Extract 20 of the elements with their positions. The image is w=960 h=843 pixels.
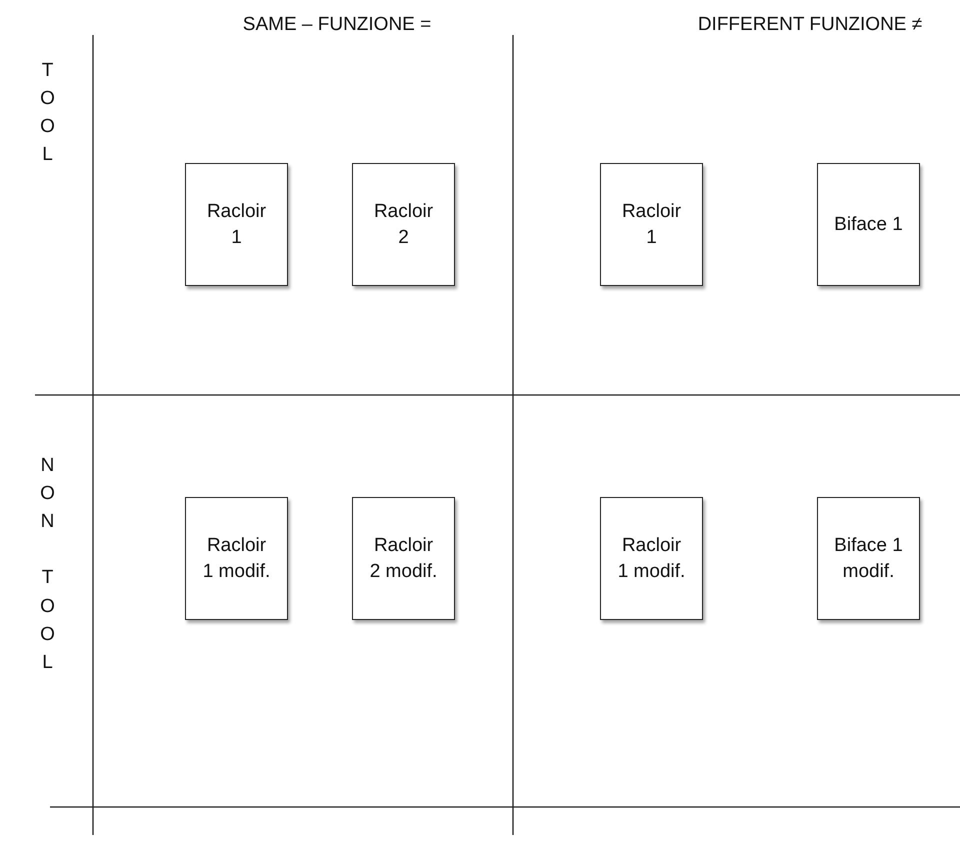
box-label: Biface 1 xyxy=(833,212,904,237)
box-label: Racloir 1 modif. xyxy=(616,534,686,584)
row-header: NON TOOL xyxy=(39,454,56,675)
box-label: Racloir 1 xyxy=(620,200,682,250)
box-label: Racloir 2 modif. xyxy=(368,534,438,584)
item-box xyxy=(185,497,288,620)
column-header: SAME – FUNZIONE = xyxy=(242,14,432,36)
box-label: Racloir 2 xyxy=(372,200,434,250)
item-box xyxy=(352,497,455,620)
box-label: Biface 1 modif. xyxy=(833,534,904,584)
item-box xyxy=(817,497,920,620)
row-header: TOOL xyxy=(39,59,56,168)
item-box xyxy=(185,163,288,286)
item-box xyxy=(600,163,703,286)
column-header: DIFFERENT FUNZIONE ≠ xyxy=(698,14,922,36)
item-box xyxy=(600,497,703,620)
item-box xyxy=(817,163,920,286)
box-label: Racloir 1 xyxy=(206,200,268,250)
item-box xyxy=(352,163,455,286)
box-label: Racloir 1 modif. xyxy=(202,534,272,584)
